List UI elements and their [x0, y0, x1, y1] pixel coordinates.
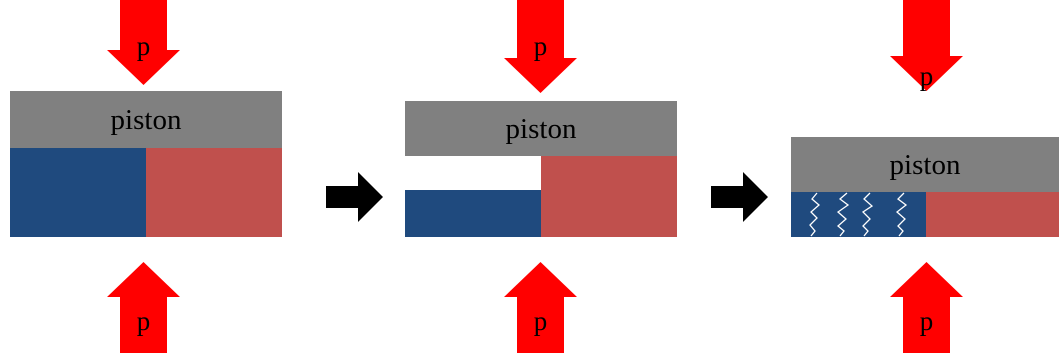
blue-region — [405, 190, 541, 237]
pressure-label: p — [534, 31, 548, 61]
top-pressure-arrow-3: p — [890, 0, 963, 91]
bottom-pressure-arrow-1: p — [107, 262, 180, 353]
red-region — [926, 192, 1059, 237]
red-arrow-icon — [890, 0, 963, 91]
red-arrow-icon — [504, 262, 577, 353]
bottom-pressure-arrow-3: p — [890, 262, 963, 353]
bottom-pressure-arrow-2: p — [504, 262, 577, 353]
top-pressure-arrow-1: p — [107, 0, 180, 85]
pressure-label: p — [920, 306, 934, 336]
pressure-label: p — [137, 306, 151, 336]
crack-line — [895, 192, 908, 237]
blue-region — [10, 148, 146, 237]
black-arrow-right-icon — [711, 172, 768, 222]
piston-label: piston — [890, 149, 961, 181]
pressure-label: p — [137, 31, 151, 61]
red-region — [146, 148, 282, 237]
stage-2: p piston p — [405, 0, 677, 353]
stage-3: p piston p — [791, 0, 1059, 353]
black-arrow-right-icon — [326, 172, 383, 222]
red-arrow-icon — [107, 0, 180, 85]
crack-line — [861, 192, 874, 237]
red-arrow-icon — [504, 0, 577, 93]
pressure-label: p — [920, 61, 934, 91]
red-arrow-icon — [890, 262, 963, 353]
red-arrow-icon — [107, 262, 180, 353]
top-pressure-arrow-2: p — [504, 0, 577, 93]
crack-line — [836, 192, 850, 237]
crack-lines-icon — [809, 192, 908, 237]
piston — [10, 91, 282, 148]
crack-line — [809, 192, 820, 237]
piston — [405, 101, 677, 156]
piston-label: piston — [111, 104, 182, 136]
blue-region — [791, 192, 926, 237]
piston-label: piston — [506, 113, 577, 145]
pressure-label: p — [534, 306, 548, 336]
red-region — [541, 156, 677, 237]
piston — [791, 137, 1059, 192]
stage-1: p piston p — [10, 0, 282, 353]
